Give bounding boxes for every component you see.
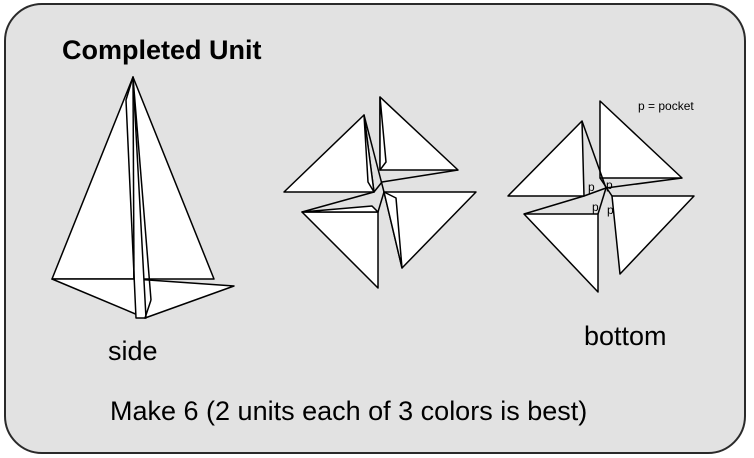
bottom-triangle-left [508,121,584,196]
pocket-mark: p [607,203,614,217]
pocket-mark: p [606,178,613,192]
bottom-center-crease [598,188,606,214]
side-view-left-flap [52,279,145,318]
top-view-drawing [284,97,476,288]
pocket-legend: p = pocket [638,99,694,113]
pinwheel-triangle-top [380,97,458,170]
pinwheel-triangle-bottom [302,212,378,288]
side-view-fold-line [133,77,134,279]
bottom-triangle-right [612,196,694,274]
side-view-drawing [52,77,234,318]
bottom-triangle-bottom [524,214,598,292]
bottom-view-label: bottom [584,321,667,352]
instruction-text: Make 6 (2 units each of 3 colors is best… [110,396,587,427]
side-view-left-face [52,77,134,279]
pocket-mark: p [588,180,595,194]
pinwheel-center-crease [378,192,384,212]
side-view-label: side [108,336,158,367]
side-view-right-face [133,77,214,279]
bottom-view-drawing: p p p p [508,101,694,292]
side-view-right-flap [134,279,234,318]
pocket-mark: p [592,200,599,214]
pinwheel-triangle-left [284,115,374,192]
